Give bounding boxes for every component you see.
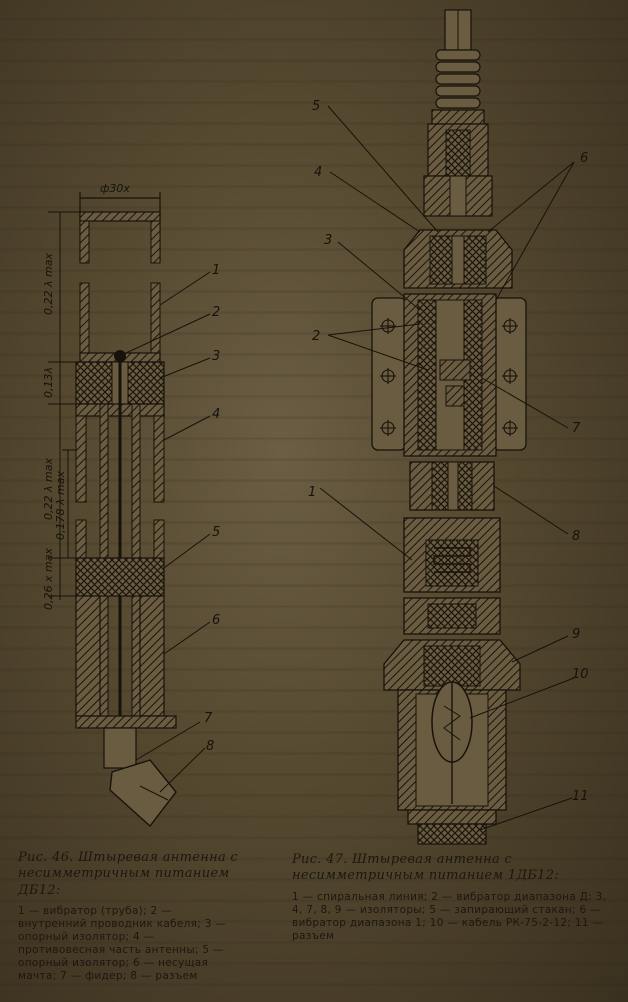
- figure-47-caption: Рис. 47. Штыревая антенна с несимметричн…: [292, 852, 610, 943]
- fig46-callout-8: 8: [206, 739, 214, 754]
- figure-46-caption: Рис. 46. Штыревая антенна с несимметричн…: [18, 850, 240, 984]
- fig47-callout-4: 4: [314, 165, 322, 180]
- figure-47-legend: 1 — спиральная линия; 2 — вибратор диапа…: [292, 890, 607, 942]
- fig47-callout-8: 8: [572, 529, 580, 544]
- fig46-callout-4: 4: [212, 407, 220, 422]
- figure-46-title: Рис. 46. Штыревая антенна с несимметричн…: [18, 850, 239, 898]
- fig47-callout-1: 1: [308, 485, 316, 500]
- fig47-callout-7: 7: [572, 421, 581, 436]
- figure-47-drawing: 5 4 6 3 2 7 1 8 9 10 11: [308, 9, 589, 845]
- fig47-callout-11: 11: [572, 789, 589, 804]
- fig46-dim-4: 0,178 λ max: [54, 471, 67, 540]
- fig47-callout-10: 10: [572, 667, 589, 682]
- fig46-dim-2: 0,13λ: [42, 367, 55, 398]
- figure-46-legend: 1 — вибратор (труба); 2 — внутренний про…: [18, 904, 227, 983]
- fig46-callout-1: 1: [212, 263, 220, 278]
- fig46-dim-5: 0,26 x max: [42, 548, 55, 610]
- fig46-callout-5: 5: [212, 525, 220, 540]
- fig47-callout-5: 5: [312, 99, 320, 114]
- fig47-callout-9: 9: [572, 627, 580, 642]
- fig46-callout-6: 6: [212, 613, 220, 628]
- figure-47-title: Рис. 47. Штыревая антенна с несимметричн…: [292, 852, 560, 884]
- fig46-callout-7: 7: [204, 711, 213, 726]
- fig46-diameter-label: ф30x: [100, 182, 130, 195]
- figure-46-drawing: ф30x: [42, 182, 220, 828]
- fig47-callout-3: 3: [324, 233, 332, 248]
- fig47-callout-2: 2: [312, 329, 320, 344]
- fig46-dim-3: 0,22 λ max: [42, 458, 55, 520]
- fig46-callout-3: 3: [212, 349, 220, 364]
- fig46-dim-1: 0,22 λ max: [42, 253, 55, 315]
- fig46-callout-2: 2: [212, 305, 220, 320]
- fig47-callout-6: 6: [580, 151, 588, 166]
